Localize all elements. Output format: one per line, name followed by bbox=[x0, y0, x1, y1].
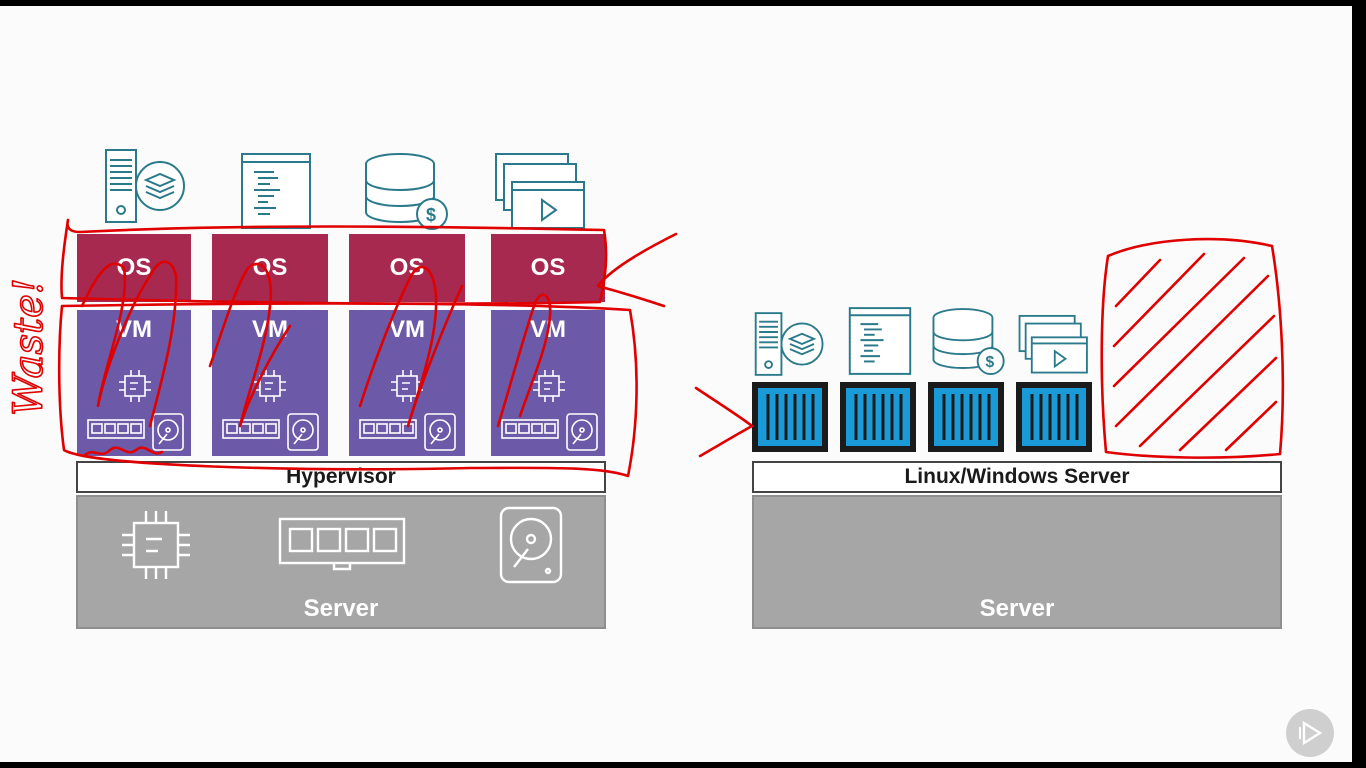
ram-icon bbox=[87, 418, 145, 442]
waste-handwriting: Waste! bbox=[6, 277, 52, 416]
svg-text:$: $ bbox=[426, 205, 436, 225]
media-windows-icon bbox=[1018, 314, 1090, 376]
server-label: Server bbox=[303, 595, 379, 622]
hard-drive-icon bbox=[151, 412, 185, 452]
vm-box-2: VM bbox=[212, 310, 328, 456]
container-3 bbox=[928, 382, 1004, 452]
play-button[interactable] bbox=[1286, 709, 1334, 757]
code-file-icon bbox=[848, 306, 912, 376]
database-money-icon: $ bbox=[362, 152, 452, 232]
container-4 bbox=[1016, 382, 1092, 452]
ram-icon bbox=[501, 418, 559, 442]
cpu-icon bbox=[118, 507, 194, 583]
cpu-icon bbox=[117, 368, 153, 404]
play-icon bbox=[1299, 720, 1323, 746]
server-box-left: Server bbox=[76, 495, 606, 629]
database-money-icon: $ bbox=[930, 306, 1008, 378]
slide: $ OS OS OS OS VM VM bbox=[0, 6, 1352, 762]
ram-icon bbox=[222, 418, 280, 442]
server-box-right: Server bbox=[752, 495, 1282, 629]
svg-text:$: $ bbox=[985, 354, 994, 371]
server-database-icon bbox=[104, 146, 188, 226]
server-database-icon bbox=[754, 308, 826, 380]
ink-annotations bbox=[57, 218, 1285, 478]
hard-drive-icon bbox=[423, 412, 457, 452]
hard-drive-icon bbox=[286, 412, 320, 452]
svg-text:Waste!: Waste! bbox=[6, 278, 52, 416]
hypervisor-bar: Hypervisor bbox=[76, 461, 606, 493]
hard-drive-icon bbox=[498, 505, 564, 585]
container-1 bbox=[752, 382, 828, 452]
cpu-icon bbox=[531, 368, 567, 404]
server-label: Server bbox=[979, 595, 1055, 622]
vm-label: VM bbox=[389, 316, 425, 343]
container-2 bbox=[840, 382, 916, 452]
ram-icon bbox=[359, 418, 417, 442]
hard-drive-icon bbox=[565, 412, 599, 452]
host-os-bar: Linux/Windows Server bbox=[752, 461, 1282, 493]
ram-icon bbox=[278, 515, 406, 571]
media-windows-icon bbox=[494, 152, 588, 232]
os-box-4: OS bbox=[491, 234, 605, 302]
